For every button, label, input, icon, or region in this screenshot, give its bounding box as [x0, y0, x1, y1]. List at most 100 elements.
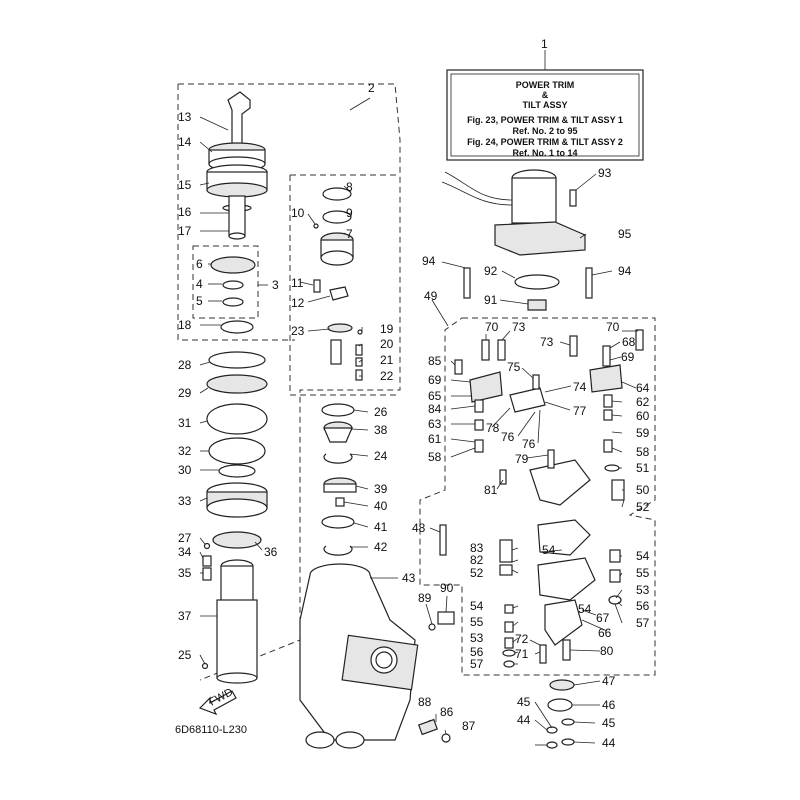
callout-51: 51	[636, 461, 650, 475]
callout-2: 2	[368, 81, 375, 95]
callout-53a: 53	[470, 631, 484, 645]
callout-37: 37	[178, 609, 192, 623]
callout-73a: 73	[512, 320, 526, 334]
callout-17: 17	[178, 224, 192, 238]
callout-9: 9	[346, 206, 353, 220]
callout-93: 93	[598, 166, 612, 180]
callout-57a: 57	[636, 616, 650, 630]
callout-18: 18	[178, 318, 192, 332]
callout-5: 5	[196, 294, 203, 308]
callout-46: 46	[602, 698, 616, 712]
callout-94b: 94	[618, 264, 632, 278]
callout-20: 20	[380, 337, 394, 351]
callout-70a: 70	[485, 320, 499, 334]
callout-57b: 57	[470, 657, 484, 671]
callout-72: 72	[515, 632, 529, 646]
callout-16: 16	[178, 205, 192, 219]
callout-82: 82	[470, 553, 484, 567]
callout-91: 91	[484, 293, 498, 307]
callout-76a: 76	[501, 430, 515, 444]
callout-14: 14	[178, 135, 192, 149]
callout-45a: 45	[517, 695, 531, 709]
callout-28: 28	[178, 358, 192, 372]
callout-81: 81	[484, 483, 498, 497]
callout-87: 87	[462, 719, 476, 733]
callout-54c: 54	[470, 599, 484, 613]
callout-8: 8	[346, 180, 353, 194]
upper-cylinder-parts	[206, 91, 268, 334]
callout-29: 29	[178, 386, 192, 400]
callout-69a: 69	[428, 373, 442, 387]
callout-60: 60	[636, 409, 650, 423]
callout-67: 67	[596, 611, 610, 625]
callout-15: 15	[178, 178, 192, 192]
callout-1: 1	[541, 37, 548, 51]
callout-71: 71	[515, 647, 529, 661]
callout-58a: 58	[428, 450, 442, 464]
callout-56a: 56	[636, 599, 650, 613]
callout-68: 68	[622, 335, 636, 349]
callout-19: 19	[380, 322, 394, 336]
callout-77: 77	[573, 404, 587, 418]
callout-39: 39	[374, 482, 388, 496]
callout-22: 22	[380, 369, 394, 383]
callout-70b: 70	[606, 320, 620, 334]
callout-34: 34	[178, 545, 192, 559]
callout-54a: 54	[542, 543, 556, 557]
callout-65: 65	[428, 389, 442, 403]
callout-6: 6	[196, 257, 203, 271]
callout-53b: 53	[636, 583, 650, 597]
callout-49: 49	[424, 289, 438, 303]
callout-27: 27	[178, 531, 192, 545]
callout-11: 11	[291, 276, 304, 290]
callout-52a: 52	[636, 500, 650, 514]
center-lower-parts	[299, 403, 455, 749]
callout-21: 21	[380, 353, 394, 367]
callout-62: 62	[636, 395, 650, 409]
callout-76b: 76	[522, 437, 536, 451]
callout-80: 80	[600, 644, 614, 658]
drawing-code: 6D68110-L230	[175, 724, 247, 736]
callout-54d: 54	[578, 602, 592, 616]
callout-61: 61	[428, 432, 442, 446]
callout-43: 43	[402, 571, 416, 585]
title-line-6: Fig. 24, POWER TRIM & TILT ASSY 2	[467, 137, 623, 147]
callout-7: 7	[346, 227, 353, 241]
lower-cylinder-parts: FWD 6D68110-L230	[175, 351, 268, 736]
callout-47: 47	[602, 674, 616, 688]
callout-26: 26	[374, 405, 388, 419]
trim-motor	[441, 169, 593, 311]
title-box: POWER TRIM & TILT ASSY Fig. 23, POWER TR…	[446, 69, 644, 161]
callout-50: 50	[636, 483, 650, 497]
callout-52b: 52	[470, 566, 484, 580]
title-line-1: POWER TRIM	[516, 80, 575, 90]
callout-48: 48	[412, 521, 426, 535]
callout-44b: 44	[602, 736, 616, 750]
callout-79: 79	[515, 452, 529, 466]
callout-42: 42	[374, 540, 388, 554]
title-line-2: &	[542, 90, 549, 100]
callout-88: 88	[418, 695, 432, 709]
title-line-5: Ref. No. 2 to 95	[512, 126, 577, 136]
callout-84: 84	[428, 402, 442, 416]
callout-92: 92	[484, 264, 498, 278]
callout-94a: 94	[422, 254, 436, 268]
callout-38: 38	[374, 423, 388, 437]
callout-55b: 55	[470, 615, 484, 629]
callout-58b: 58	[636, 445, 650, 459]
title-line-3: TILT ASSY	[523, 100, 568, 110]
callout-3: 3	[272, 278, 279, 292]
callout-40: 40	[374, 499, 388, 513]
callout-numbers: 1 2 3 4 5 6 7 8 9 10 11 12 13 14 15 16 1…	[178, 37, 650, 750]
callout-86: 86	[440, 705, 454, 719]
callout-73b: 73	[540, 335, 554, 349]
callout-10: 10	[291, 206, 305, 220]
callout-12: 12	[291, 296, 305, 310]
callout-33: 33	[178, 494, 192, 508]
callout-64: 64	[636, 381, 650, 395]
title-line-4: Fig. 23, POWER TRIM & TILT ASSY 1	[467, 115, 623, 125]
callout-32: 32	[178, 444, 192, 458]
callout-95: 95	[618, 227, 632, 241]
callout-55a: 55	[636, 566, 650, 580]
